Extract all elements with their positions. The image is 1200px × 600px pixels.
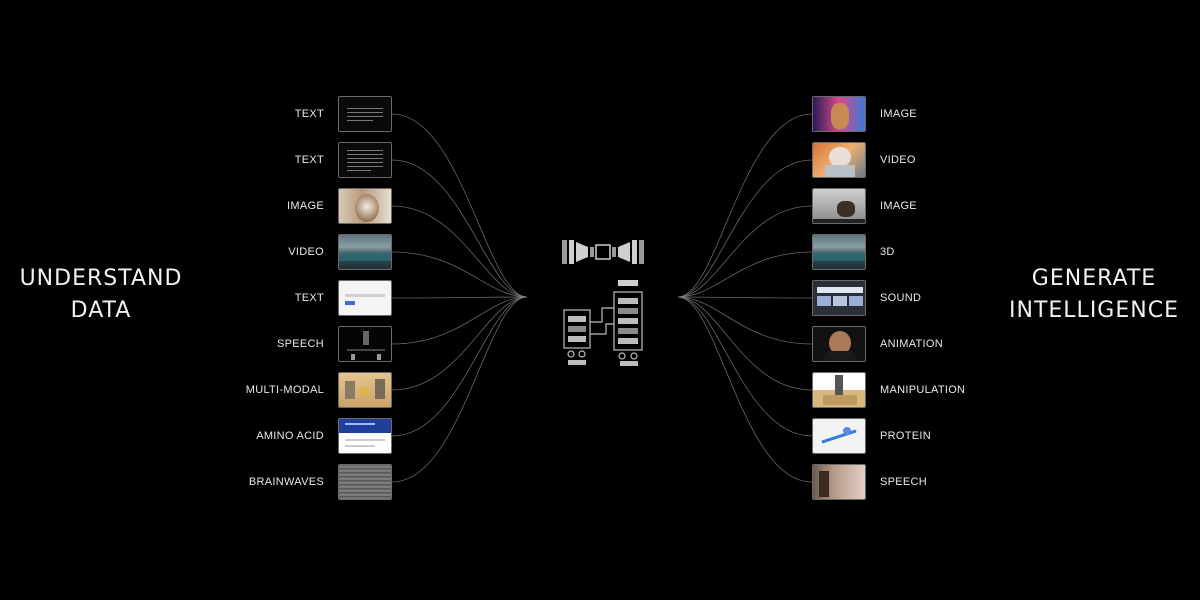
input-thumbnail-water (338, 464, 392, 500)
input-thumbnail-text-dark-long (338, 142, 392, 178)
input-wire (391, 205, 528, 298)
input-label: TEXT (294, 154, 324, 166)
input-row: SPEECH (200, 325, 392, 363)
input-row: TEXT (200, 141, 392, 179)
input-wire (391, 296, 528, 345)
output-row: SPEECH (812, 463, 1012, 501)
input-wire (391, 296, 528, 483)
output-label: 3D (880, 246, 895, 258)
output-thumbnail-neon-cat (812, 96, 866, 132)
output-row: PROTEIN (812, 417, 1012, 455)
output-label: ANIMATION (880, 338, 943, 350)
output-label: IMAGE (880, 108, 917, 120)
output-thumbnail-cat-astronaut (812, 142, 866, 178)
input-thumbnail-coast (338, 234, 392, 270)
left-title-line-1: UNDERSTAND (19, 266, 183, 291)
output-wire (677, 296, 813, 483)
input-row: TEXT (200, 95, 392, 133)
output-row: SOUND (812, 279, 1012, 317)
output-thumbnail-cat-room (812, 188, 866, 224)
output-label: MANIPULATION (880, 384, 966, 396)
right-title-line-1: GENERATE (1031, 266, 1157, 291)
output-wire (677, 159, 813, 298)
output-row: IMAGE (812, 187, 1012, 225)
output-wire (677, 296, 813, 299)
output-label: VIDEO (880, 154, 916, 166)
output-thumbnail-person-room (812, 464, 866, 500)
input-wire (391, 113, 528, 298)
input-row: AMINO ACID (200, 417, 392, 455)
input-row: IMAGE (200, 187, 392, 225)
output-thumbnail-protein (812, 418, 866, 454)
output-wire (677, 113, 813, 298)
input-thumbnail-text-dark (338, 96, 392, 132)
input-label: TEXT (294, 292, 324, 304)
input-thumbnail-blue-web (338, 418, 392, 454)
output-label: SOUND (880, 292, 922, 304)
input-label: BRAINWAVES (248, 476, 324, 488)
right-title: GENERATE INTELLIGENCE (1000, 263, 1188, 327)
input-wire (391, 296, 528, 391)
input-thumbnail-web-form (338, 280, 392, 316)
left-title: UNDERSTAND DATA (6, 263, 196, 327)
output-thumbnail-coast (812, 234, 866, 270)
input-label: AMINO ACID (256, 430, 324, 442)
autoencoder-icon (562, 240, 644, 264)
input-wire (391, 251, 528, 298)
input-label: VIDEO (288, 246, 324, 258)
output-row: IMAGE (812, 95, 1012, 133)
input-thumbnail-cat (338, 188, 392, 224)
input-row: TEXT (200, 279, 392, 317)
output-label: SPEECH (880, 476, 928, 488)
output-wire (677, 205, 813, 298)
output-label: IMAGE (880, 200, 917, 212)
output-thumbnail-robot-arm (812, 372, 866, 408)
output-row: MANIPULATION (812, 371, 1012, 409)
left-title-line-2: DATA (70, 298, 132, 323)
input-label: IMAGE (287, 200, 324, 212)
output-wire (677, 296, 813, 391)
output-row: ANIMATION (812, 325, 1012, 363)
input-thumbnail-robot-blocks (338, 372, 392, 408)
input-wire (391, 296, 528, 299)
output-wire (677, 296, 813, 345)
output-wire (677, 296, 813, 437)
input-row: VIDEO (200, 233, 392, 271)
input-row: BRAINWAVES (200, 463, 392, 501)
output-row: VIDEO (812, 141, 1012, 179)
input-label: SPEECH (276, 338, 324, 350)
input-row: MULTI-MODAL (200, 371, 392, 409)
output-thumbnail-portrait (812, 326, 866, 362)
input-wire (391, 159, 528, 298)
output-row: 3D (812, 233, 1012, 271)
output-wire (677, 251, 813, 298)
input-label: TEXT (294, 108, 324, 120)
output-thumbnail-ui-panel (812, 280, 866, 316)
transformer-icon (563, 280, 643, 366)
input-label: MULTI-MODAL (245, 384, 324, 396)
output-label: PROTEIN (880, 430, 931, 442)
right-title-line-2: INTELLIGENCE (1009, 298, 1179, 323)
input-wire (391, 296, 528, 437)
input-thumbnail-stage (338, 326, 392, 362)
